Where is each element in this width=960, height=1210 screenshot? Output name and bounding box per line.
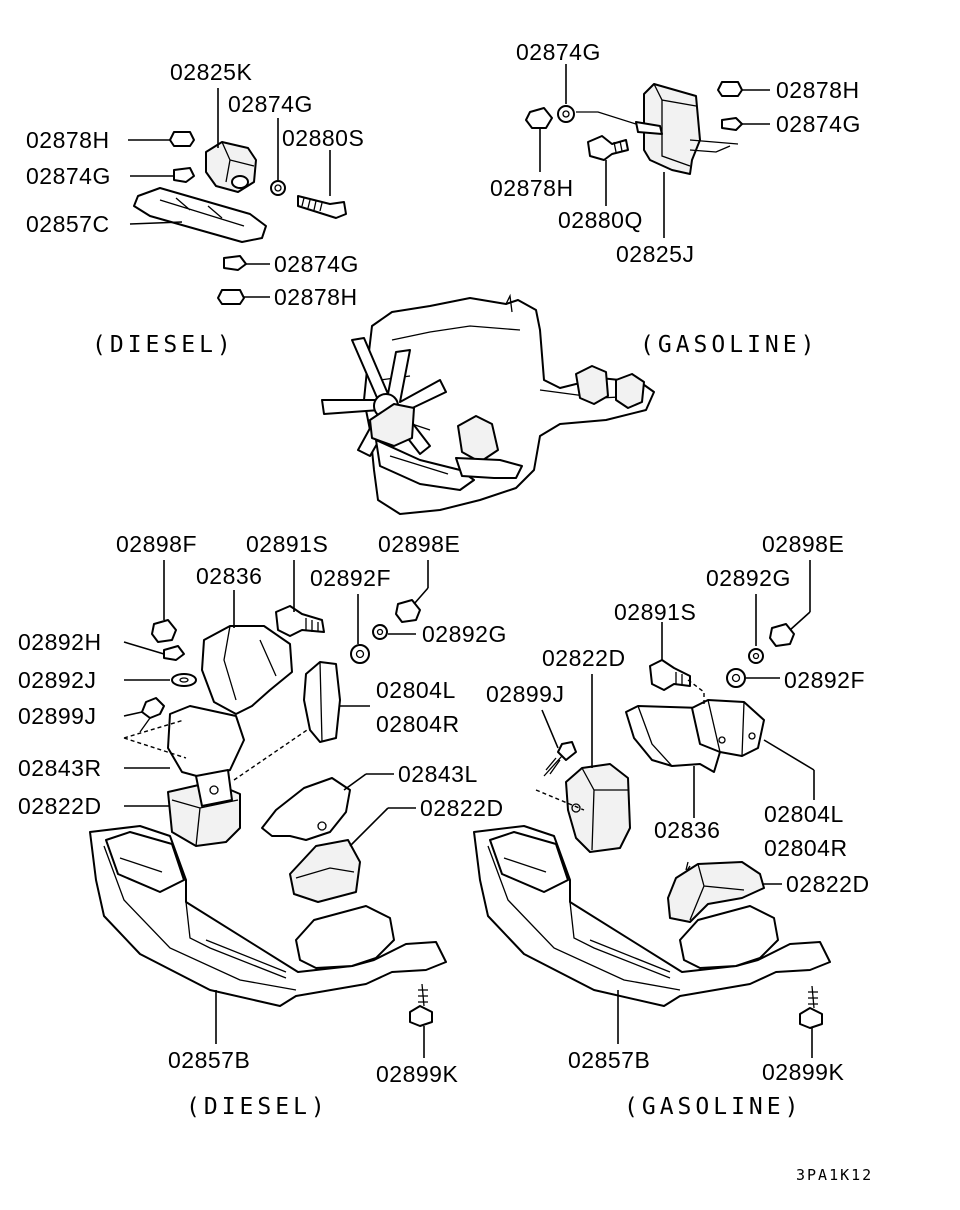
- bolt-02880s: [297, 195, 347, 219]
- bolt-02899k-a: [409, 1005, 433, 1027]
- label-02874g: 02874G: [516, 39, 601, 65]
- label-02898e: 02898E: [378, 531, 460, 557]
- label-02892g: 02892G: [422, 621, 507, 647]
- label-02874g: 02874G: [776, 111, 861, 137]
- washer-02892g-b: [748, 648, 764, 664]
- label-02892j: 02892J: [18, 667, 96, 693]
- label-02891s: 02891S: [614, 599, 696, 625]
- insulator-02822d-c: [565, 763, 631, 853]
- insulator-02825k: [205, 141, 257, 193]
- bolt-02899j-a: [141, 697, 165, 719]
- label-02878h: 02878H: [490, 175, 574, 201]
- label-02892g: 02892G: [706, 565, 791, 591]
- stopper-02804-gas: [691, 699, 765, 757]
- gasoline-top-group: 02874G 02878H 02874G 02878H 02880Q 02825…: [490, 39, 861, 358]
- label-02843r: 02843R: [18, 755, 102, 781]
- label-02822d: 02822D: [18, 793, 102, 819]
- label-02880s: 02880S: [282, 125, 364, 151]
- label-02878h: 02878H: [274, 284, 358, 310]
- label-02874g: 02874G: [228, 91, 313, 117]
- section-title-gasoline-top: (GASOLINE): [640, 332, 818, 358]
- stopper-02804: [303, 661, 341, 743]
- nut-02898e-a: [395, 599, 421, 623]
- bracket-02843l: [261, 777, 351, 841]
- diesel-bottom-group: 02898F 02891S 02898E 02836 02892F 02892H…: [18, 531, 507, 1120]
- washer-02874g-a: [270, 180, 286, 196]
- label-02822d: 02822D: [786, 871, 870, 897]
- bracket-02843r: [167, 705, 245, 779]
- label-02899k: 02899K: [762, 1059, 844, 1085]
- section-title-diesel-bottom: (DIESEL): [186, 1094, 329, 1120]
- label-02898e: 02898E: [762, 531, 844, 557]
- section-title-gasoline-bottom: (GASOLINE): [624, 1094, 802, 1120]
- bracket-02857c: [133, 187, 267, 243]
- washer-02874g-c: [223, 255, 247, 271]
- label-02804r: 02804R: [764, 835, 848, 861]
- label-02898f: 02898F: [116, 531, 197, 557]
- washer-02892f-a: [350, 644, 370, 664]
- label-02874g: 02874G: [26, 163, 111, 189]
- label-02804l: 02804L: [764, 801, 844, 827]
- label-02857b: 02857B: [568, 1047, 650, 1073]
- insulator-02825j: [643, 83, 701, 175]
- gasoline-bottom-group: 02898E 02892G 02891S 02822D 02892F 02899…: [473, 531, 870, 1120]
- insulator-02822d-d: [667, 861, 765, 923]
- label-02899k: 02899K: [376, 1061, 458, 1087]
- section-title-diesel-top: (DIESEL): [92, 332, 235, 358]
- label-02822d: 02822D: [542, 645, 626, 671]
- bolt-02880q: [587, 135, 629, 161]
- bolt-02891s-a: [275, 605, 325, 637]
- label-02825j: 02825J: [616, 241, 694, 267]
- label-02874g: 02874G: [274, 251, 359, 277]
- label-02891s: 02891S: [246, 531, 328, 557]
- label-02892h: 02892H: [18, 629, 102, 655]
- label-02843l: 02843L: [398, 761, 478, 787]
- label-02804l: 02804L: [376, 677, 456, 703]
- label-02825k: 02825K: [170, 59, 252, 85]
- insulator-02822d-b: [289, 839, 361, 903]
- label-02899j: 02899J: [486, 681, 564, 707]
- washer-02892f-b: [726, 668, 746, 688]
- nut-02898f: [151, 619, 177, 643]
- label-02857b: 02857B: [168, 1047, 250, 1073]
- label-02822d: 02822D: [420, 795, 504, 821]
- label-02804r: 02804R: [376, 711, 460, 737]
- bolt-02891s-b: [649, 659, 691, 691]
- bolt-02899k-b: [799, 1007, 823, 1029]
- label-02878h: 02878H: [26, 127, 110, 153]
- washer-02892j: [171, 673, 197, 687]
- label-02836: 02836: [196, 563, 262, 589]
- label-02892f: 02892F: [310, 565, 391, 591]
- washer-02892h: [163, 645, 185, 661]
- bolt-02899j-b: [557, 741, 577, 761]
- nut-02878h-d: [525, 107, 553, 129]
- washer-02874g-e: [557, 105, 575, 123]
- nut-02878h-b: [217, 289, 245, 305]
- label-02880q: 02880Q: [558, 207, 643, 233]
- diesel-top-group: 02825K 02874G 02878H 02880S 02874G 02857…: [26, 59, 364, 358]
- figure-code: 3PA1K12: [796, 1166, 873, 1184]
- heat-protector-02836-a: [201, 625, 293, 715]
- nut-02878h-a: [169, 131, 195, 147]
- label-02892f: 02892F: [784, 667, 865, 693]
- washer-02874g-b: [173, 167, 195, 183]
- label-02899j: 02899J: [18, 703, 96, 729]
- engine-illustration: [321, 293, 655, 515]
- washer-02892g-a: [372, 624, 388, 640]
- label-02878h: 02878H: [776, 77, 860, 103]
- washer-02874g-d: [721, 117, 743, 131]
- nut-02878h-c: [717, 81, 743, 97]
- nut-02898e-b: [769, 623, 795, 647]
- label-02857c: 02857C: [26, 211, 110, 237]
- label-02836: 02836: [654, 817, 720, 843]
